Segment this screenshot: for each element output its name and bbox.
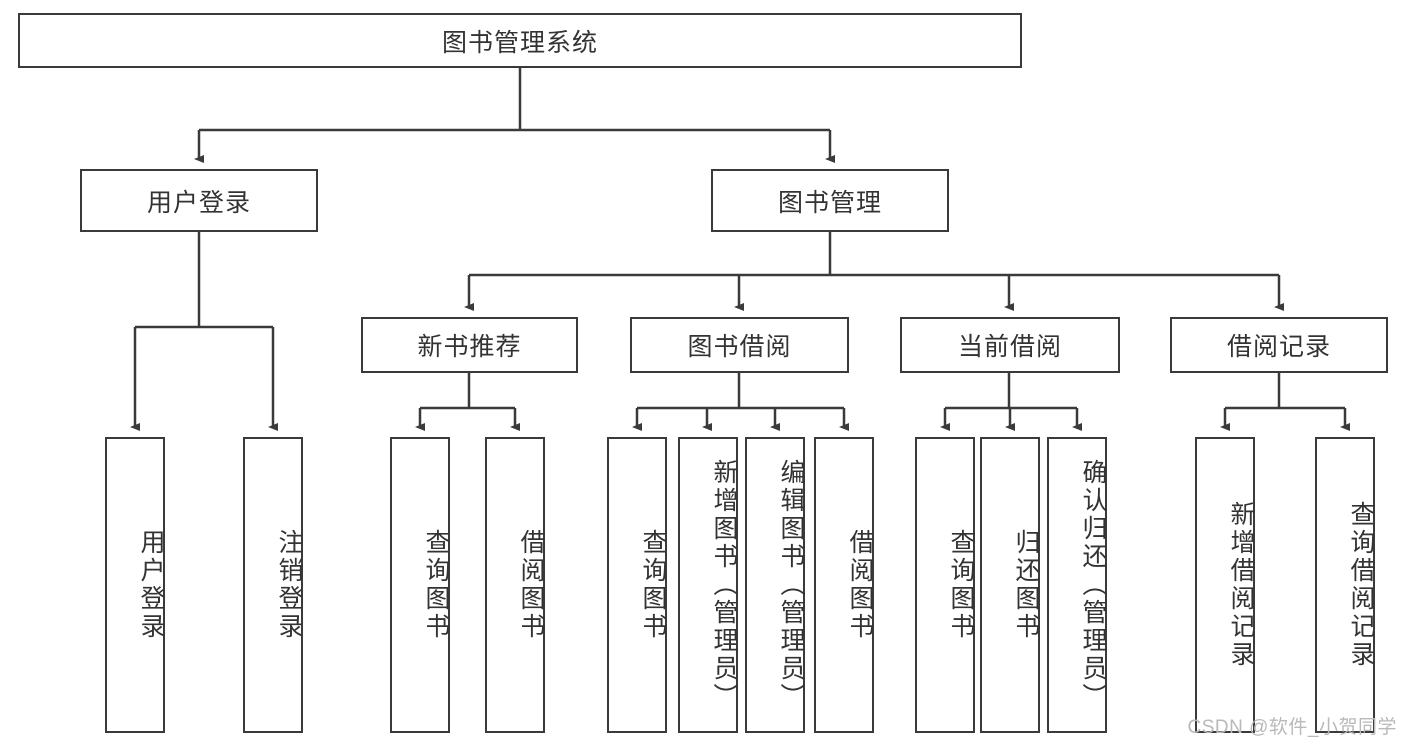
leaf-record-add-label: 新增借阅记录 <box>1227 501 1255 669</box>
leaf-borrow-query-book[interactable]: 查询图书 <box>607 437 667 733</box>
node-book-borrow-label: 图书借阅 <box>687 333 792 361</box>
node-user-login[interactable]: 用户登录 <box>80 169 318 232</box>
leaf-current-confirm-return-label: 确认归还（管理员） <box>1079 459 1107 711</box>
node-book-manage[interactable]: 图书管理 <box>711 169 949 232</box>
leaf-borrow-borrow-book[interactable]: 借阅图书 <box>814 437 874 733</box>
leaf-record-query-label: 查询借阅记录 <box>1347 501 1375 669</box>
node-current-borrow-label: 当前借阅 <box>957 333 1062 361</box>
leaf-recommend-borrow-book-label: 借阅图书 <box>517 529 545 641</box>
node-new-book-recommend-label: 新书推荐 <box>417 333 522 361</box>
leaf-logout-label: 注销登录 <box>275 529 303 641</box>
leaf-recommend-borrow-book[interactable]: 借阅图书 <box>485 437 545 733</box>
leaf-current-return-book[interactable]: 归还图书 <box>980 437 1040 733</box>
leaf-record-query[interactable]: 查询借阅记录 <box>1315 437 1375 733</box>
leaf-logout[interactable]: 注销登录 <box>243 437 303 733</box>
node-borrow-record[interactable]: 借阅记录 <box>1170 317 1388 373</box>
leaf-user-login-label: 用户登录 <box>137 529 165 641</box>
leaf-recommend-query-book-label: 查询图书 <box>422 529 450 641</box>
node-new-book-recommend[interactable]: 新书推荐 <box>361 317 578 373</box>
node-user-login-label: 用户登录 <box>146 188 251 217</box>
node-current-borrow[interactable]: 当前借阅 <box>900 317 1120 373</box>
leaf-borrow-add-book[interactable]: 新增图书（管理员） <box>678 437 738 733</box>
leaf-current-query-book[interactable]: 查询图书 <box>915 437 975 733</box>
leaf-current-query-book-label: 查询图书 <box>947 529 975 641</box>
leaf-record-add[interactable]: 新增借阅记录 <box>1195 437 1255 733</box>
node-book-manage-label: 图书管理 <box>777 188 882 217</box>
node-borrow-record-label: 借阅记录 <box>1226 333 1331 361</box>
leaf-borrow-borrow-book-label: 借阅图书 <box>846 529 874 641</box>
leaf-user-login[interactable]: 用户登录 <box>105 437 165 733</box>
leaf-current-confirm-return[interactable]: 确认归还（管理员） <box>1047 437 1107 733</box>
leaf-borrow-add-book-label: 新增图书（管理员） <box>710 459 738 711</box>
leaf-borrow-edit-book[interactable]: 编辑图书（管理员） <box>745 437 805 733</box>
node-root-label: 图书管理系统 <box>441 28 598 57</box>
csdn-watermark: CSDN @软件_小贺同学 <box>1187 717 1397 738</box>
node-root[interactable]: 图书管理系统 <box>18 13 1022 68</box>
leaf-recommend-query-book[interactable]: 查询图书 <box>390 437 450 733</box>
leaf-borrow-query-book-label: 查询图书 <box>639 529 667 641</box>
node-book-borrow[interactable]: 图书借阅 <box>630 317 849 373</box>
leaf-borrow-edit-book-label: 编辑图书（管理员） <box>777 459 805 711</box>
leaf-current-return-book-label: 归还图书 <box>1012 529 1040 641</box>
